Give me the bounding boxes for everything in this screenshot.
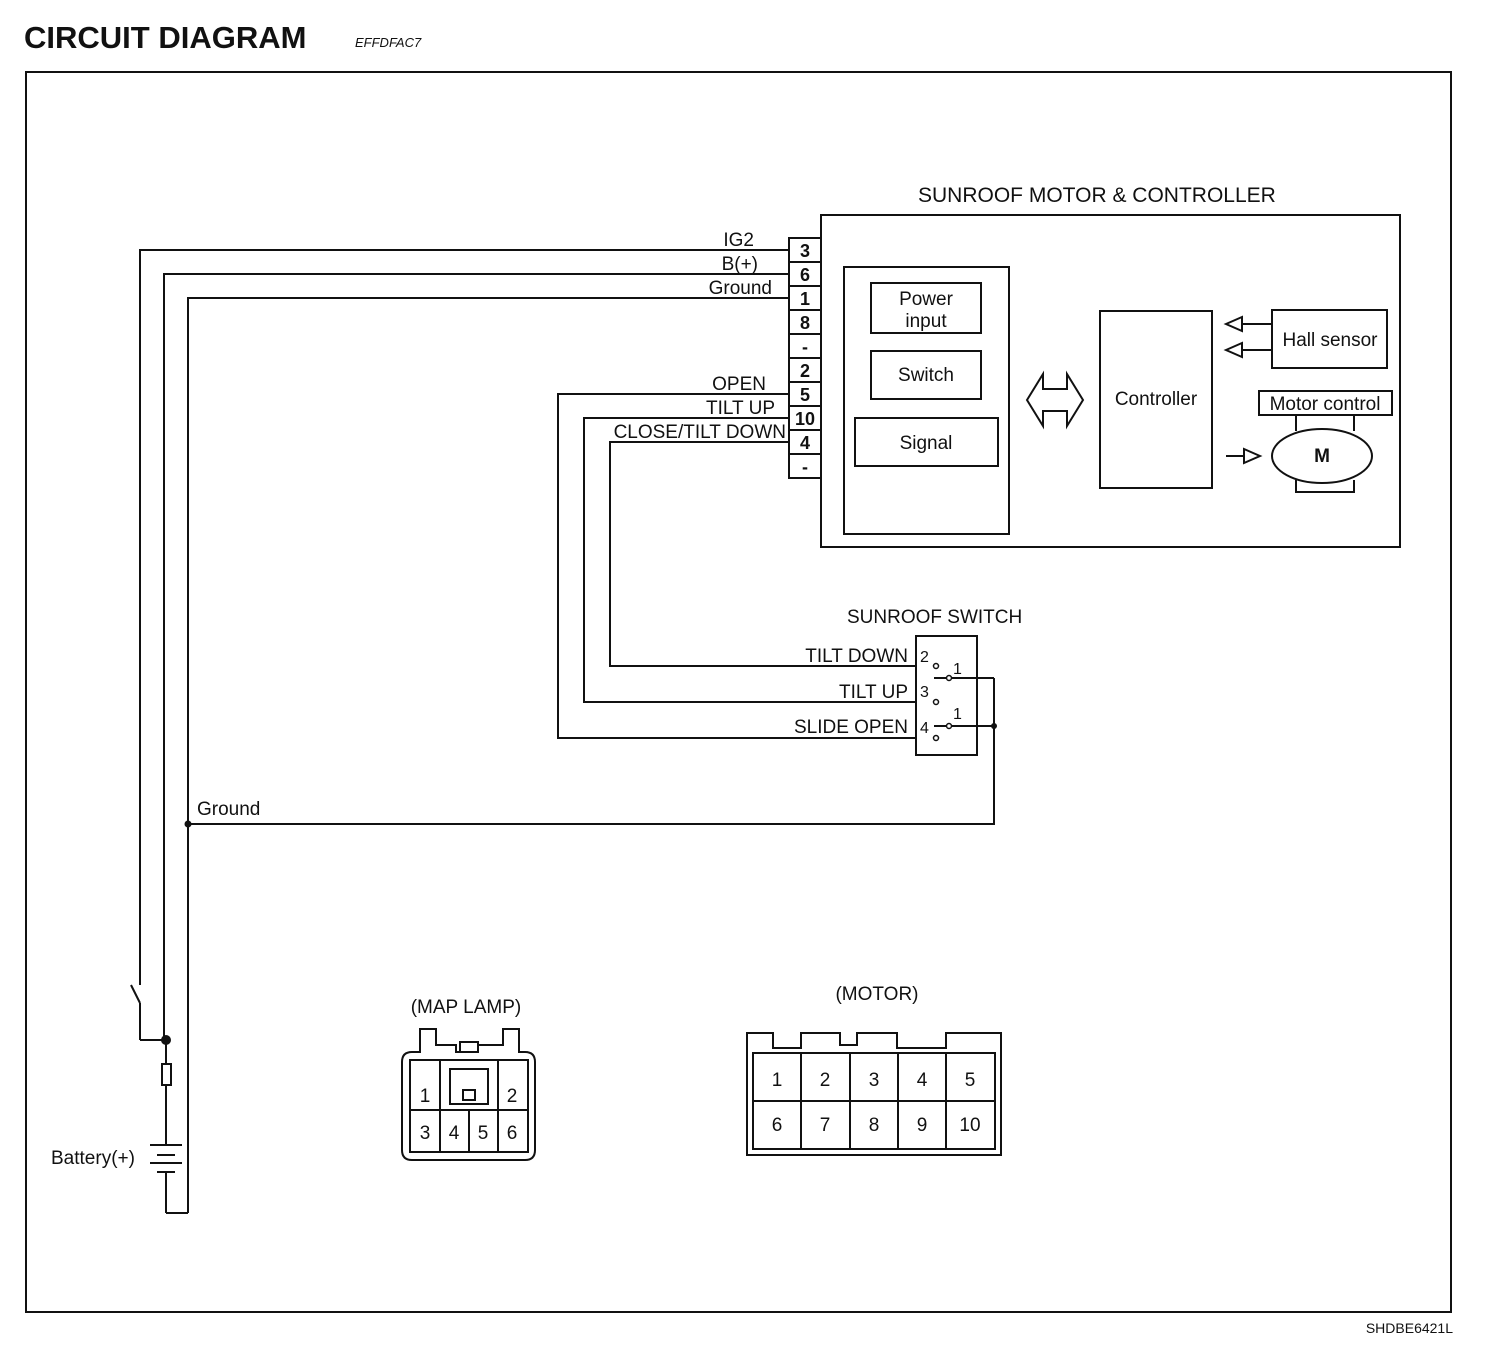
map-lamp-pin: 5 <box>478 1123 489 1144</box>
ground-junction <box>184 820 192 828</box>
motor-control-label: Motor control <box>1270 394 1381 415</box>
page-title: CIRCUIT DIAGRAM <box>24 20 306 55</box>
controller-pin: 8 <box>800 313 810 333</box>
switch-terminal-tilt-up: TILT UP <box>839 682 908 703</box>
sunroof-switch-box <box>915 635 978 756</box>
signal-block-label: Signal <box>900 433 953 454</box>
ground-label: Ground <box>197 799 260 820</box>
controller-pin: 6 <box>800 265 810 285</box>
diagram-frame <box>25 71 1452 1313</box>
switch-pin: 3 <box>920 684 929 701</box>
switch-contacts <box>932 662 997 742</box>
map-lamp-pin: 2 <box>507 1086 518 1107</box>
motor-connector <box>746 1032 1002 1156</box>
map-lamp-title: (MAP LAMP) <box>411 997 522 1018</box>
wire-ig2 <box>139 249 789 985</box>
switch-common-pin: 1 <box>953 661 962 678</box>
controller-block <box>1099 310 1213 489</box>
controller-connector: 3 6 1 8 - 2 5 10 4 - <box>788 237 822 479</box>
controller-module-title: SUNROOF MOTOR & CONTROLLER <box>918 184 1276 207</box>
signal-arrow-icon <box>1223 341 1272 359</box>
power-input-label: input <box>905 311 947 332</box>
controller-pin: 10 <box>795 409 815 429</box>
wire-label-close-tilt-down: CLOSE/TILT DOWN <box>614 422 786 443</box>
motor-connector-pin: 1 <box>772 1070 783 1091</box>
map-lamp-pin: 4 <box>449 1123 460 1144</box>
switch-block-label: Switch <box>898 365 954 386</box>
motor-connector-pin: 5 <box>965 1070 976 1091</box>
motor-m-label: M <box>1314 446 1330 467</box>
wire-open <box>557 393 916 739</box>
motor-connector-pin: 8 <box>869 1115 880 1136</box>
motor-connector-pin: 9 <box>917 1115 928 1136</box>
signal-arrow-icon <box>1223 315 1272 333</box>
bidirectional-arrow-icon <box>1025 370 1085 430</box>
wire-switch-ground <box>188 678 995 825</box>
map-lamp-pin: 3 <box>420 1123 431 1144</box>
motor-connector-pin: 10 <box>959 1115 980 1136</box>
power-input-block <box>870 282 982 334</box>
controller-pin: 4 <box>800 433 810 453</box>
controller-pin: - <box>802 337 808 357</box>
switch-terminal-tilt-down: TILT DOWN <box>805 646 908 667</box>
wire-label-ig2: IG2 <box>723 230 754 251</box>
controller-pin: 3 <box>800 241 810 261</box>
map-lamp-pin: 6 <box>507 1123 518 1144</box>
hall-sensor-label: Hall sensor <box>1282 330 1378 351</box>
input-block-box <box>843 266 1010 535</box>
wire-label-open: OPEN <box>712 374 766 395</box>
battery-label: Battery(+) <box>51 1148 135 1169</box>
motor-connector-pin: 2 <box>820 1070 831 1091</box>
switch-pin: 2 <box>920 649 929 666</box>
switch-common-pin: 1 <box>953 706 962 723</box>
motor-control-block <box>1258 390 1393 416</box>
map-lamp-pin: 1 <box>420 1086 431 1107</box>
signal-block <box>854 417 999 467</box>
wire-ground <box>187 297 789 1213</box>
sunroof-switch-title: SUNROOF SWITCH <box>847 607 1022 628</box>
battery-circuit <box>130 984 188 1214</box>
wire-bplus <box>163 273 789 1040</box>
motor-connector-title: (MOTOR) <box>835 984 918 1005</box>
wire-label-bplus: B(+) <box>722 254 758 275</box>
wire-close-tilt-down <box>609 441 916 667</box>
controller-pin: 5 <box>800 385 810 405</box>
motor-symbol: M <box>1271 415 1373 493</box>
motor-connector-pin: 4 <box>917 1070 928 1091</box>
controller-block-label: Controller <box>1115 389 1198 410</box>
switch-block <box>870 350 982 400</box>
power-input-label: Power <box>899 289 954 310</box>
switch-terminal-slide-open: SLIDE OPEN <box>794 717 908 738</box>
wire-tilt-up <box>583 417 916 703</box>
motor-connector-pin: 7 <box>820 1115 831 1136</box>
controller-pin: - <box>802 457 808 477</box>
motor-connector-pin: 3 <box>869 1070 880 1091</box>
motor-drive-arrow-icon <box>1226 447 1263 465</box>
document-code: EFFDFAC7 <box>355 35 422 50</box>
controller-pin: 2 <box>800 361 810 381</box>
wire-label-ground: Ground <box>709 278 772 299</box>
hall-sensor-block <box>1271 309 1388 369</box>
controller-pin: 1 <box>800 289 810 309</box>
switch-pin: 4 <box>920 720 929 737</box>
motor-connector-pin: 6 <box>772 1115 783 1136</box>
figure-code: SHDBE6421L <box>1366 1320 1453 1336</box>
wire-label-tilt-up: TILT UP <box>706 398 775 419</box>
map-lamp-connector <box>401 1028 536 1161</box>
